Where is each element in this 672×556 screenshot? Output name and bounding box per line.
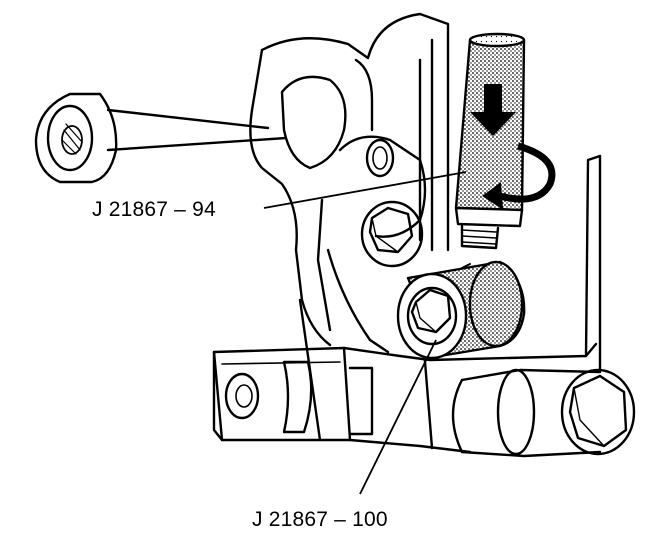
side-tube (451, 368, 602, 458)
slide-hammer-handle (34, 92, 288, 184)
tube-bolt (560, 368, 636, 456)
leader-line-top (263, 171, 467, 209)
housing-bolt (360, 200, 424, 268)
lower-bracket (212, 346, 374, 442)
callout-label-top: J 21867 – 94 (92, 198, 216, 221)
tool-j21867-94 (454, 32, 526, 250)
tool-j21867-100 (396, 260, 526, 360)
engine-housing (249, 12, 450, 354)
leader-line-bottom (359, 339, 437, 495)
leader-lines (263, 171, 467, 495)
down-arrow-icon (470, 84, 516, 136)
housing-port (365, 138, 395, 178)
callout-label-bottom: J 21867 – 100 (252, 508, 388, 531)
lower-housing (298, 154, 602, 454)
rotate-arrow-icon (482, 142, 556, 210)
